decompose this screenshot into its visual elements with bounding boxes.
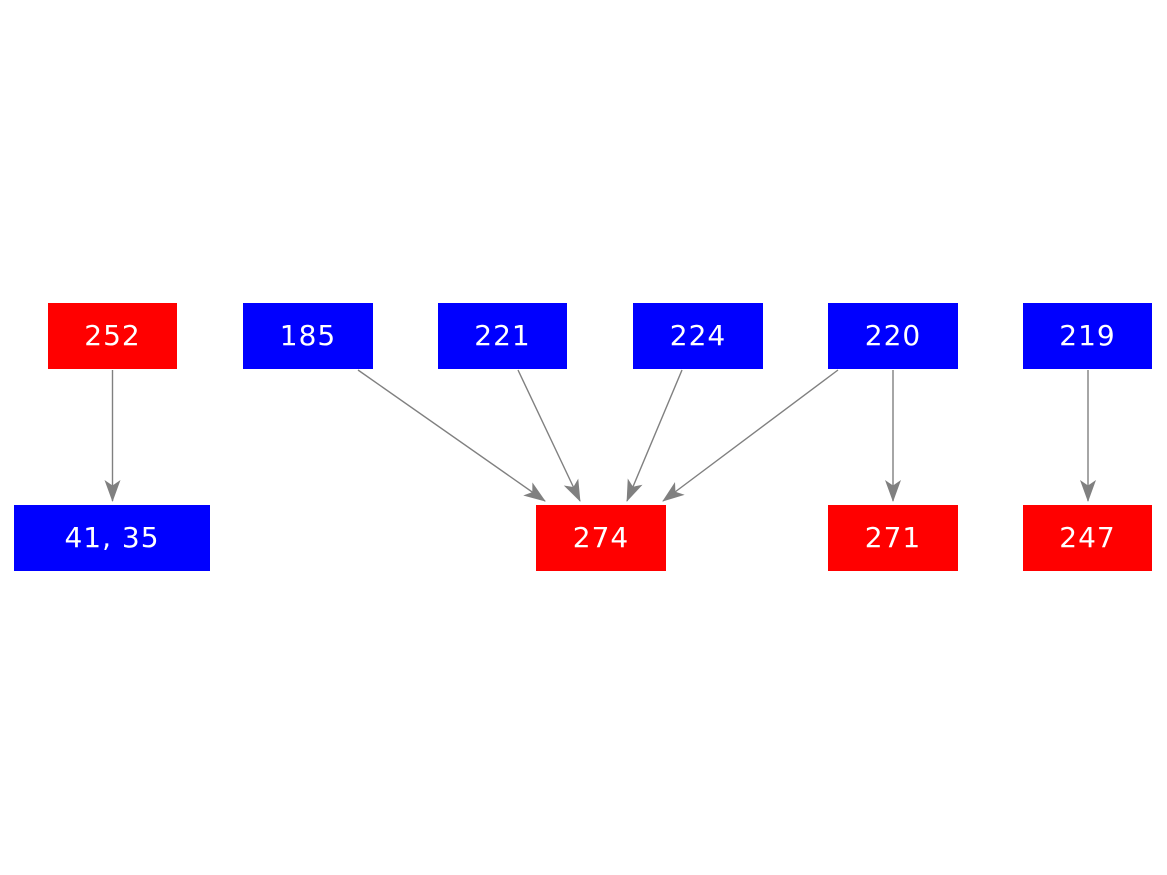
node-271: 271: [828, 505, 958, 571]
node-252: 252: [48, 303, 177, 369]
edge-221-to-274: [517, 369, 581, 502]
node-274: 274: [536, 505, 666, 571]
node-247: 247: [1023, 505, 1152, 571]
node-185: 185: [243, 303, 373, 369]
node-219: 219: [1023, 303, 1152, 369]
edge-220-to-274: [662, 369, 839, 502]
node-220: 220: [828, 303, 958, 369]
edge-224-to-274: [626, 369, 683, 502]
node-41-35: 41, 35: [14, 505, 210, 571]
node-224: 224: [633, 303, 763, 369]
node-221: 221: [438, 303, 567, 369]
edge-185-to-274: [357, 369, 546, 502]
